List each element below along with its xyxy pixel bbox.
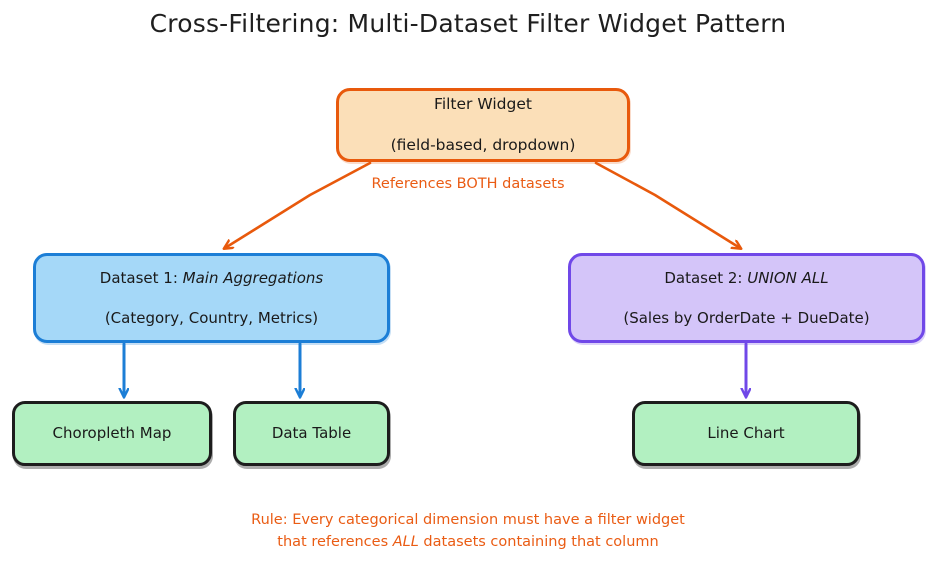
diagram-title: Cross-Filtering: Multi-Dataset Filter Wi… xyxy=(149,9,787,38)
node-filter-widget-text: Filter Widget (field-based, dropdown) xyxy=(381,73,586,178)
node-dataset-1-line1-prefix: Dataset 1: xyxy=(99,268,183,287)
node-filter-widget[interactable]: Filter Widget (field-based, dropdown) xyxy=(336,88,630,162)
node-choropleth-map-label: Choropleth Map xyxy=(52,424,172,443)
node-dataset-2-line2: (Sales by OrderDate + DueDate) xyxy=(623,309,870,328)
node-line-chart[interactable]: Line Chart xyxy=(632,401,860,466)
node-filter-widget-line1: Filter Widget xyxy=(434,94,532,113)
node-dataset-2[interactable]: Dataset 2: UNION ALL (Sales by OrderDate… xyxy=(568,253,925,343)
edge-label-references-both-datasets: References BOTH datasets xyxy=(371,176,565,192)
footer-rule-line1: Rule: Every categorical dimension must h… xyxy=(251,512,685,528)
node-data-table[interactable]: Data Table xyxy=(233,401,390,466)
node-dataset-1[interactable]: Dataset 1: Main Aggregations (Category, … xyxy=(33,253,390,343)
node-filter-widget-line2: (field-based, dropdown) xyxy=(390,136,576,155)
node-data-table-label: Data Table xyxy=(271,424,352,443)
node-dataset-2-line1: Dataset 2: UNION ALL xyxy=(623,268,869,288)
footer-rule-note: Rule: Every categorical dimension must h… xyxy=(0,509,936,554)
node-choropleth-map[interactable]: Choropleth Map xyxy=(12,401,212,466)
footer-rule-line2-emphasis: ALL xyxy=(392,534,419,551)
node-dataset-1-line1-emphasis: Main Aggregations xyxy=(182,268,324,287)
node-line-chart-label: Line Chart xyxy=(707,424,785,443)
node-dataset-2-text: Dataset 2: UNION ALL (Sales by OrderDate… xyxy=(613,247,879,348)
node-dataset-2-line1-prefix: Dataset 2: xyxy=(664,268,748,287)
footer-rule-line2: that references ALL datasets containing … xyxy=(0,531,936,553)
node-dataset-1-text: Dataset 1: Main Aggregations (Category, … xyxy=(90,247,333,348)
footer-rule-line2-prefix: that references xyxy=(277,534,393,551)
node-dataset-1-line2: (Category, Country, Metrics) xyxy=(104,309,319,328)
node-dataset-1-line1: Dataset 1: Main Aggregations xyxy=(100,268,323,288)
footer-rule-line2-suffix: datasets containing that column xyxy=(418,534,659,551)
node-dataset-2-line1-emphasis: UNION ALL xyxy=(747,268,829,287)
